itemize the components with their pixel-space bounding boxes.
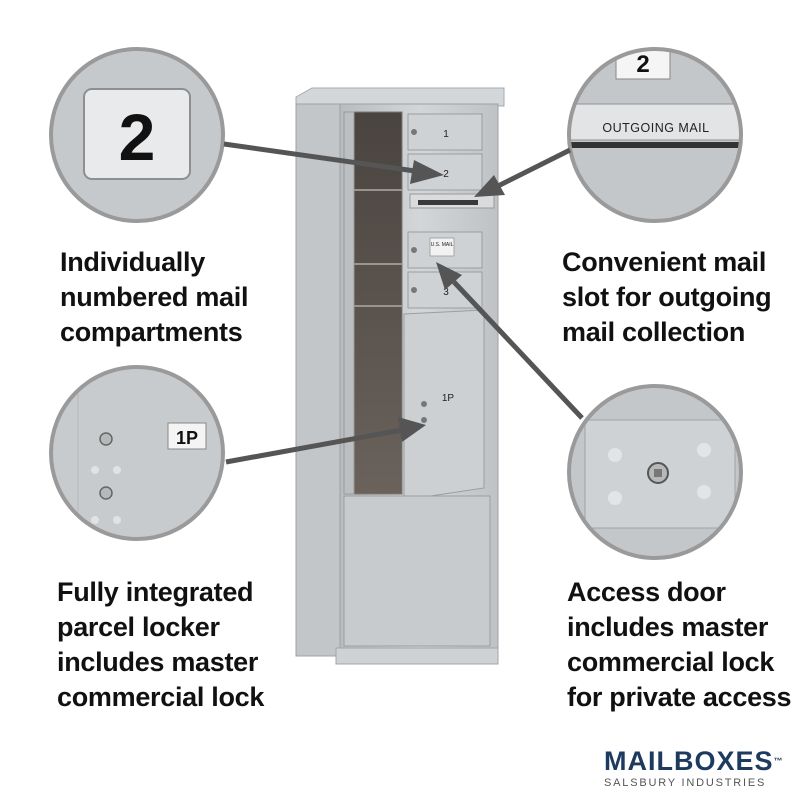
outgoing-mail-label: OUTGOING MAIL xyxy=(602,121,709,135)
brand-name: MAILBOXES™ xyxy=(604,746,784,776)
caption-line: commercial lock xyxy=(57,682,265,712)
caption-line: Individually xyxy=(60,247,205,277)
outgoing-badge-text: 2 xyxy=(636,51,649,78)
numbered-badge-text: 2 xyxy=(119,100,156,174)
brand-tagline: SALSBURY INDUSTRIES xyxy=(604,777,767,789)
usmail-label: U.S. MAIL xyxy=(431,242,454,248)
door-number-3: 3 xyxy=(443,287,449,298)
trademark-symbol: ™ xyxy=(773,756,784,766)
caption-numbered: Individually numbered mail compartments xyxy=(60,245,248,350)
caption-line: slot for outgoing xyxy=(562,282,772,312)
caption-line: Access door xyxy=(567,577,726,607)
caption-parcel: Fully integrated parcel locker includes … xyxy=(57,575,264,715)
callout-arrows xyxy=(223,141,584,465)
caption-line: commercial lock xyxy=(567,647,775,677)
caption-line: for private access xyxy=(567,682,792,712)
caption-line: includes master xyxy=(567,612,769,642)
zoom-circle-parcel: 1P xyxy=(49,365,225,541)
caption-access: Access door includes master commercial l… xyxy=(567,575,792,715)
parcel-door-label: 1P xyxy=(442,393,455,404)
parcel-badge-text: 1P xyxy=(176,428,198,448)
zoom-circle-access xyxy=(567,384,743,560)
caption-line: Fully integrated xyxy=(57,577,254,607)
caption-line: parcel locker xyxy=(57,612,220,642)
brand-logo: MAILBOXES™ SALSBURY INDUSTRIES xyxy=(604,746,784,790)
caption-outgoing: Convenient mail slot for outgoing mail c… xyxy=(562,245,772,350)
mailbox-unit xyxy=(295,87,505,665)
caption-line: numbered mail xyxy=(60,282,249,312)
caption-line: mail collection xyxy=(562,317,746,347)
brand-name-text: MAILBOXES xyxy=(604,746,774,776)
door-labels: 1 2 3 1P U.S. MAIL xyxy=(431,129,455,404)
door-number-2: 2 xyxy=(443,169,449,180)
zoom-circle-numbered: 2 xyxy=(49,47,225,223)
zoom-circle-outgoing: 2 OUTGOING MAIL xyxy=(567,47,743,223)
caption-line: Convenient mail xyxy=(562,247,767,277)
door-number-1: 1 xyxy=(443,129,449,140)
caption-line: compartments xyxy=(60,317,243,347)
caption-line: includes master xyxy=(57,647,259,677)
